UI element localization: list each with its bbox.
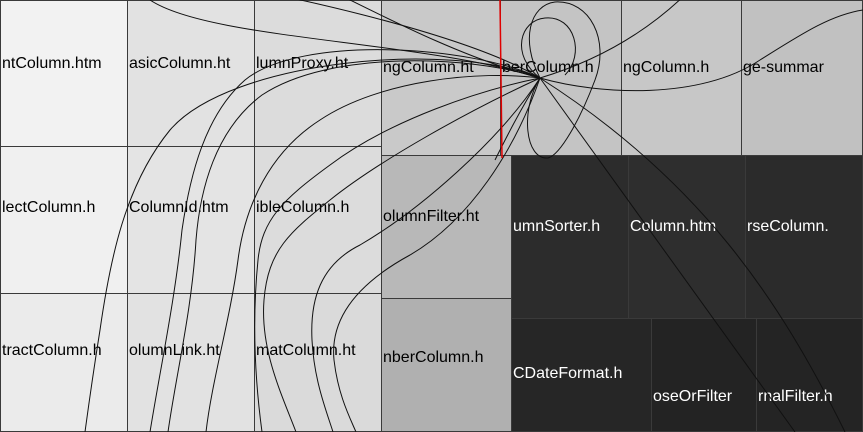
cell-label: nberColumn.h (383, 349, 484, 366)
cell-label: rseColumn. (747, 218, 829, 235)
cell-label: asicColumn.ht (129, 55, 231, 72)
cell-label: ngColumn.h (623, 59, 710, 76)
treemap-cell[interactable]: olumnFilter.ht (381, 155, 512, 299)
dependency-edge (84, 58, 541, 432)
dependency-edge (298, 0, 541, 79)
treemap-cell[interactable]: asicColumn.ht (127, 0, 255, 147)
treemap-cell[interactable]: Column.htm (628, 155, 746, 319)
cell-label: ColumnId.htm (129, 199, 229, 216)
cell-label: Column.htm (630, 218, 717, 235)
dependency-edge (348, 0, 541, 79)
treemap-cell[interactable]: matColumn.ht (254, 293, 382, 432)
treemap-cell[interactable]: tractColumn.h (0, 293, 128, 432)
dependency-edge (205, 74, 541, 432)
dependency-edge (521, 17, 576, 79)
dependency-edge (254, 77, 541, 432)
treemap-cell[interactable]: CDateFormat.h (511, 318, 652, 432)
dependency-edge (311, 77, 541, 432)
treemap-cell[interactable]: olumnLink.ht (127, 293, 255, 432)
treemap-cell[interactable]: ntColumn.htm (0, 0, 128, 147)
cell-label: lumnProxy.ht (256, 55, 349, 72)
treemap-cell[interactable]: ColumnId.htm (127, 146, 255, 294)
dependency-edge (527, 1, 601, 159)
dependency-edge (333, 77, 541, 432)
treemap-cell[interactable]: rseColumn. (745, 155, 863, 319)
dependency-edge (167, 60, 541, 432)
treemap-cell[interactable]: ngColumn.ht (381, 0, 501, 156)
cell-label: ge-summar (743, 59, 824, 76)
treemap-cell[interactable]: ge-summar (741, 0, 863, 156)
cell-label: tractColumn.h (2, 342, 102, 359)
treemap-cell[interactable]: lumnProxy.ht (254, 0, 382, 147)
cell-label: CDateFormat.h (513, 365, 623, 382)
dependency-edge (149, 0, 541, 79)
dependency-edge (149, 49, 541, 432)
dependency-edge (539, 0, 681, 79)
treemap-cell[interactable]: oseOrFilter (651, 318, 757, 432)
cell-label: lectColumn.h (2, 199, 96, 216)
cell-label: ngColumn.ht (383, 59, 474, 76)
cell-label: matColumn.ht (256, 342, 356, 359)
dependency-edge (539, 77, 796, 432)
dependency-edge (539, 77, 846, 432)
cell-label: rnalFilter.h (758, 388, 833, 405)
highlighted-edge (499, 0, 503, 159)
cell-label: umnSorter.h (513, 218, 601, 235)
cell-label: oseOrFilter (653, 388, 733, 405)
cell-label: ntColumn.htm (2, 55, 102, 72)
dependency-edge (539, 9, 863, 92)
dependency-edge (263, 77, 541, 432)
treemap-cell[interactable]: umnSorter.h (511, 155, 629, 319)
dependency-edge (494, 77, 541, 161)
cell-label: olumnLink.ht (129, 342, 220, 359)
